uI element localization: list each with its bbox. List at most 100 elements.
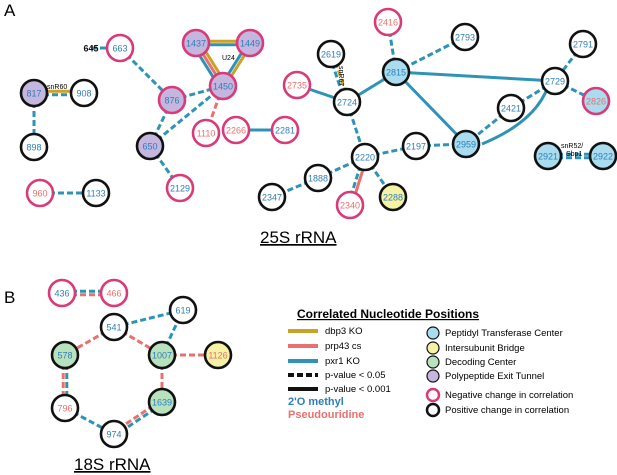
node-label-1450: 1450: [213, 82, 233, 92]
node-2815: 2815: [381, 57, 411, 87]
node-619: 619: [168, 295, 198, 325]
node-label-2791: 2791: [573, 40, 593, 50]
annotation-sbp1: Sbp1: [566, 151, 582, 158]
node-label-2922: 2922: [593, 152, 613, 162]
node-974: 974: [99, 419, 129, 449]
legend-swatch-exit: [426, 369, 440, 383]
node-1126: 1126: [203, 340, 233, 370]
legend-swatch-ptc: [426, 326, 440, 340]
legend-label-negative: Negative change in correlation: [445, 390, 573, 401]
node-908: 908: [69, 78, 99, 108]
node-1639: 1639: [147, 387, 177, 417]
title-25s-rrna: 25S rRNA: [260, 228, 337, 247]
node-label-645: 645: [83, 44, 98, 54]
node-circle-650: [135, 131, 165, 161]
node-label-1888: 1888: [308, 174, 328, 184]
node-label-2793: 2793: [455, 33, 475, 43]
node-label-2129: 2129: [170, 184, 190, 194]
node-1007: 1007: [147, 340, 177, 370]
node-label-2281: 2281: [275, 126, 295, 136]
node-circle-2220: [350, 142, 380, 172]
node-circle-2826: [581, 86, 611, 116]
node-label-908: 908: [76, 89, 91, 99]
node-2266: 2266: [221, 115, 251, 145]
node-label-1437: 1437: [186, 39, 206, 49]
node-436: 436: [47, 278, 77, 308]
node-circle-1133: [81, 178, 111, 208]
legend-label-dashed: p-value < 0.05: [325, 370, 385, 381]
edge-2815-2959-pxr1: [394, 70, 468, 146]
edge-650-1450-pxr1: [149, 84, 224, 148]
node-650: 650: [135, 131, 165, 161]
node-2921: 2921: [533, 141, 563, 171]
node-circle-2421: [496, 93, 526, 123]
node-circle-2921: [533, 141, 563, 171]
node-466: 466: [99, 278, 129, 308]
node-label-1110: 1110: [197, 129, 216, 139]
title-18s-rrna: 18S rRNA: [74, 455, 151, 474]
node-2288: 2288: [378, 182, 408, 212]
node-circle-2288: [378, 182, 408, 212]
node-label-436: 436: [54, 289, 69, 299]
node-circle-2619: [316, 39, 346, 69]
node-2347: 2347: [257, 182, 287, 212]
node-label-578: 578: [57, 351, 72, 361]
node-2129: 2129: [165, 173, 195, 203]
node-578: 578: [50, 340, 80, 370]
legend-title: Correlated Nucleotide Positions: [297, 307, 479, 321]
node-1888: 1888: [303, 163, 333, 193]
annotation-u24: U24: [222, 55, 235, 62]
node-label-2735: 2735: [287, 81, 307, 91]
node-circle-908: [69, 78, 99, 108]
node-2281: 2281: [270, 115, 300, 145]
node-circle-898: [19, 132, 49, 162]
node-circle-2793: [450, 22, 480, 52]
node-circle-2266: [221, 115, 251, 145]
node-label-2340: 2340: [340, 201, 360, 211]
node-2735: 2735: [282, 70, 312, 100]
node-label-2421: 2421: [501, 104, 521, 114]
node-label-2826: 2826: [586, 97, 606, 107]
node-circle-1450: [208, 71, 238, 101]
node-label-876: 876: [164, 96, 179, 106]
node-960: 960: [25, 178, 55, 208]
node-circle-1126: [203, 340, 233, 370]
node-label-1133: 1133: [86, 189, 105, 199]
node-label-2815: 2815: [386, 68, 406, 78]
node-circle-1110: [191, 118, 221, 148]
node-label-2959: 2959: [456, 140, 476, 150]
node-label-974: 974: [106, 430, 121, 440]
node-876: 876: [157, 85, 187, 115]
legend-label-ptc: Peptidyl Transferase Center: [445, 328, 563, 339]
node-label-2266: 2266: [226, 126, 246, 136]
node-circle-436: [47, 278, 77, 308]
node-circle-796: [50, 393, 80, 423]
node-796: 796: [50, 393, 80, 423]
node-1133: 1133: [81, 178, 111, 208]
node-2959: 2959: [451, 129, 481, 159]
node-circle-2416: [373, 7, 403, 37]
node-circle-578: [50, 340, 80, 370]
node-circle-974: [99, 419, 129, 449]
annotation-snr52: snR52/: [561, 143, 583, 150]
node-label-2347: 2347: [262, 193, 282, 203]
node-2340: 2340: [335, 190, 365, 220]
node-2791: 2791: [568, 29, 598, 59]
legend-swatch-positive: [425, 402, 441, 418]
node-circle-2724: [332, 87, 362, 117]
node-circle-817: [19, 78, 49, 108]
node-label-2619: 2619: [321, 50, 341, 60]
node-circle-2347: [257, 182, 287, 212]
node-label-898: 898: [26, 143, 41, 153]
node-circle-541: [99, 312, 129, 342]
node-label-1639: 1639: [152, 398, 172, 408]
node-circle-2959: [451, 129, 481, 159]
node-1437: 1437: [181, 28, 211, 58]
node-2922: 2922: [588, 141, 617, 171]
node-2729: 2729: [540, 66, 570, 96]
node-label-650: 650: [142, 142, 157, 152]
node-circle-2729: [540, 66, 570, 96]
node-label-2197: 2197: [406, 142, 426, 152]
node-circle-960: [25, 178, 55, 208]
